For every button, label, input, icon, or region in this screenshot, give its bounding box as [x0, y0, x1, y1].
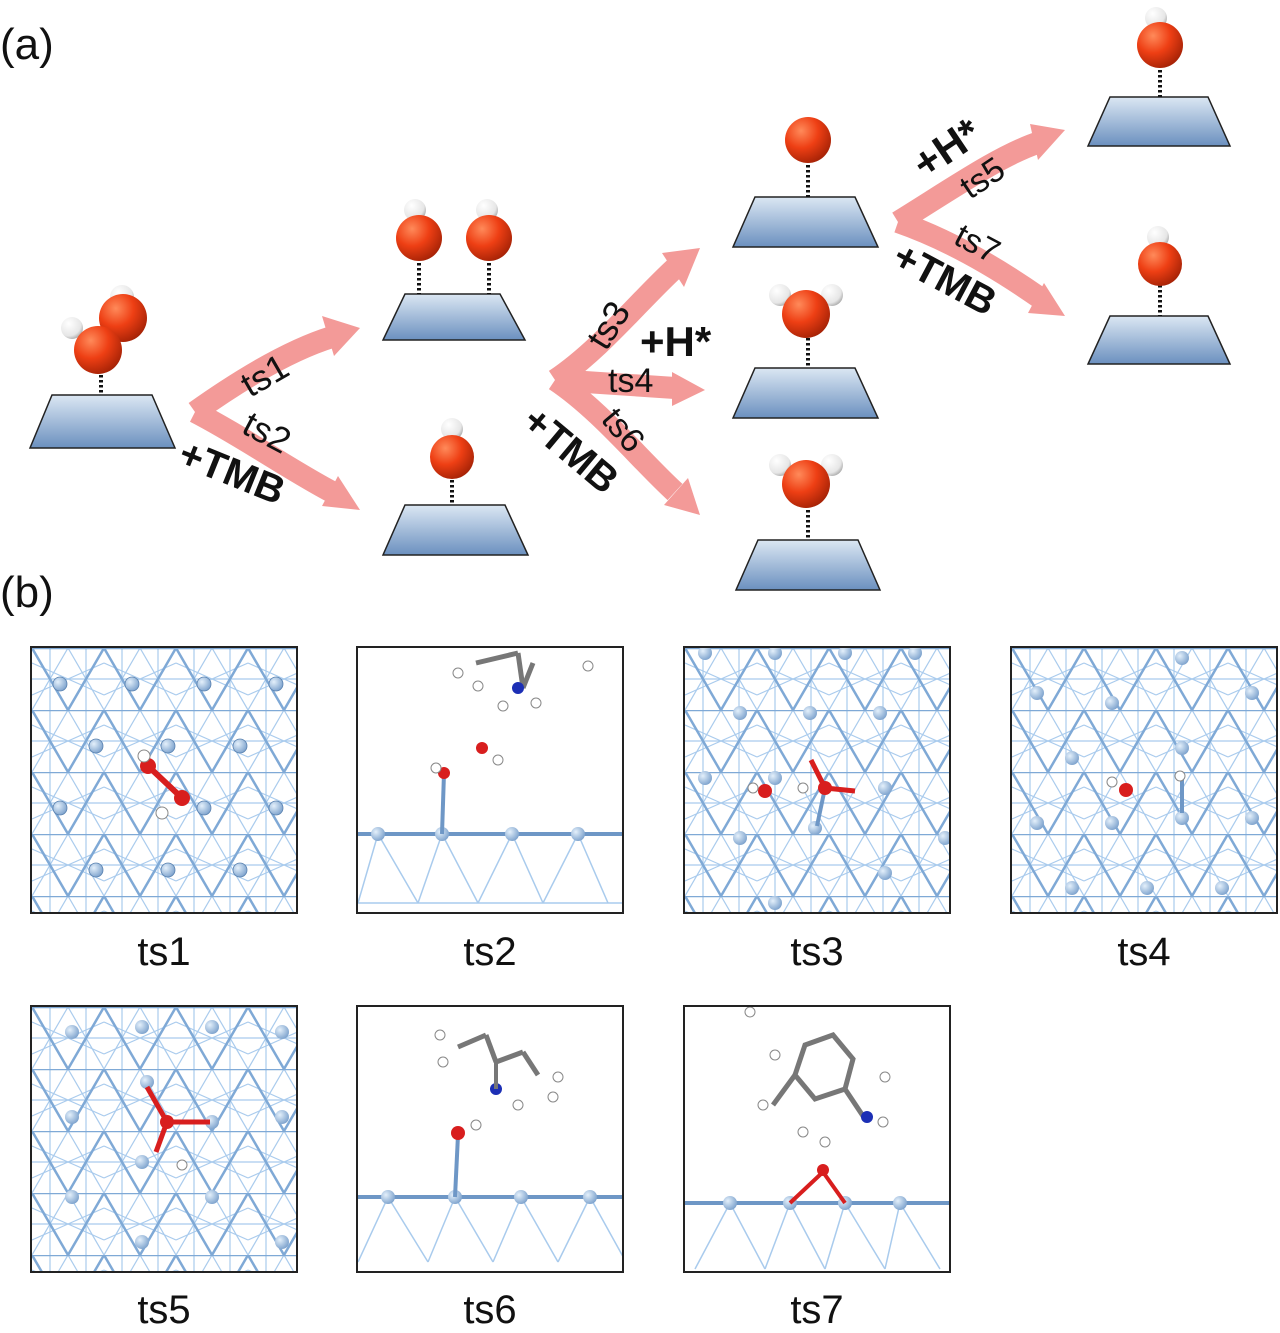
tile-ts5: [30, 1005, 298, 1273]
slab-oh-final: [1086, 96, 1232, 147]
molecule-h2o2: [61, 285, 147, 374]
catalyst-slabs: [28, 96, 1232, 591]
arrow-heads: [322, 124, 1065, 515]
label-ts4: ts4: [608, 362, 653, 400]
arrow-ts6: [548, 370, 683, 501]
arrow-ts2: [189, 402, 338, 502]
tile-ts6: [356, 1005, 624, 1273]
caption-ts2: ts2: [463, 930, 517, 974]
caption-ts5: ts5: [137, 1288, 191, 1332]
arrow-ts3: [548, 259, 683, 390]
slab-oh: [381, 504, 530, 556]
slab-h2o-1: [731, 367, 880, 419]
arrow-labels: ts1 ts2 +TMB ts3 +H* ts4 ts6 +TMB +H* ts…: [173, 108, 1012, 513]
tile-ts2: [356, 646, 624, 914]
caption-ts6: ts6: [463, 1288, 517, 1332]
slab-2oh: [381, 293, 527, 341]
reaction-arrows: [188, 131, 1047, 502]
caption-ts1: ts1: [137, 930, 191, 974]
arrow-ts1: [188, 326, 336, 421]
slab-start: [28, 394, 177, 449]
adsorption-bonds: [99, 65, 1162, 540]
tile-ts3: [683, 646, 951, 914]
tile-ts4: [1010, 646, 1278, 914]
tile-ts1: [30, 646, 298, 914]
molecule-h2o-1: [769, 284, 843, 338]
reaction-scheme: ts1 ts2 +TMB ts3 +H* ts4 ts6 +TMB +H* ts…: [28, 7, 1232, 591]
molecule-h2o-2: [769, 454, 843, 508]
molecule-oh-pair: [396, 199, 512, 261]
slab-o: [731, 196, 880, 248]
arrow-ts5: [892, 131, 1044, 232]
panel-b-label: (b): [0, 568, 54, 617]
label-h-1: +H*: [640, 318, 712, 365]
caption-ts7: ts7: [790, 1288, 844, 1332]
molecule-oh: [430, 418, 474, 479]
slab-h2o-2: [734, 539, 882, 591]
tile-ts7: [683, 1005, 951, 1273]
slab-h2o-final: [1086, 315, 1232, 365]
panel-a-label: (a): [0, 20, 54, 69]
caption-ts4: ts4: [1117, 930, 1171, 974]
caption-ts3: ts3: [790, 930, 844, 974]
molecule-oh-final: [1137, 7, 1183, 68]
molecule-oh-final-2: [1138, 226, 1182, 286]
molecule-o: [785, 117, 831, 163]
arrow-ts7: [894, 211, 1047, 308]
